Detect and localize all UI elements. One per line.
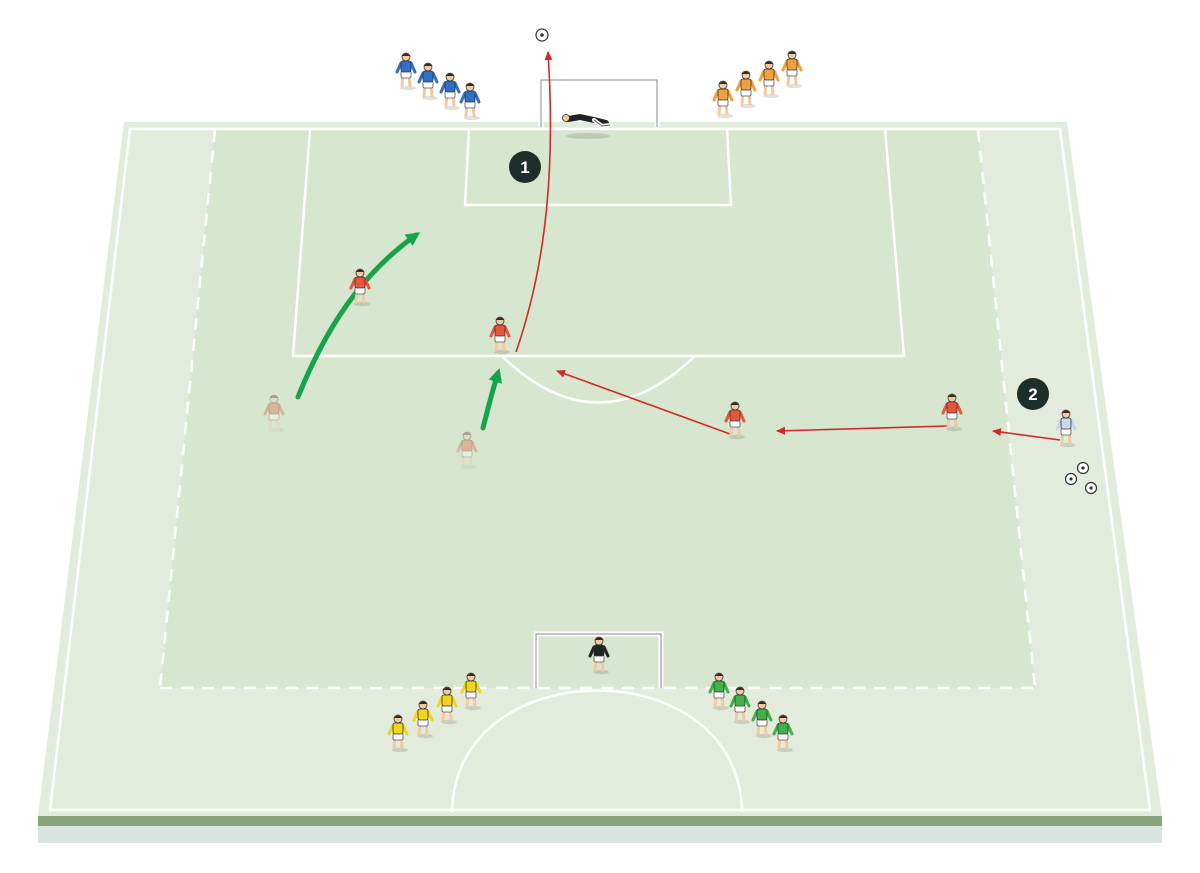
ball-shot [535, 28, 549, 42]
step-badge-1: 1 [509, 151, 541, 183]
run-arrow-centre [480, 368, 502, 431]
ball-supply-1 [1076, 461, 1090, 475]
bottom-goal [533, 631, 664, 688]
dashed-line-left [158, 129, 217, 689]
penalty-area [291, 128, 906, 358]
player-red-wide [941, 393, 963, 432]
step-badge-2-label: 2 [1028, 385, 1037, 404]
top-goal [538, 77, 660, 127]
player-yellow-3 [436, 686, 458, 725]
centre-circle [450, 689, 744, 813]
player-blue-2 [417, 62, 439, 101]
goalkeeper-bottom [588, 636, 610, 675]
shot-arrow [515, 51, 553, 353]
pass-arrow-central [556, 369, 731, 435]
player-orange-4 [781, 50, 803, 89]
player-blue-1 [395, 52, 417, 91]
player-blue-3 [439, 72, 461, 111]
pass-arrow-wide [776, 425, 949, 435]
player-red-ghost-left [263, 394, 285, 433]
player-orange-2 [735, 70, 757, 109]
player-red-shooter [489, 316, 511, 355]
player-yellow-4 [460, 672, 482, 711]
touchline [48, 127, 1152, 812]
run-arrow-left [295, 232, 421, 400]
players [263, 50, 1077, 753]
goal-area [463, 128, 733, 207]
step-badge-2: 2 [1017, 378, 1049, 410]
player-green-1 [708, 672, 730, 711]
player-red-ghost-centre [456, 431, 478, 470]
player-green-3 [751, 700, 773, 739]
pass-arrow-coach [992, 428, 1061, 441]
pitch-shadow [38, 825, 1162, 843]
pitch [38, 122, 1162, 843]
goalkeeper-diving [562, 113, 612, 139]
ball-supply-2 [1064, 472, 1078, 486]
player-orange-3 [758, 60, 780, 99]
player-red-central [724, 401, 746, 440]
player-orange-1 [712, 80, 734, 119]
coach [1055, 409, 1077, 448]
penalty-arc [502, 356, 695, 404]
dashed-line-right [976, 129, 1037, 689]
step-badge-1-label: 1 [520, 158, 529, 177]
pitch-base [38, 816, 1162, 826]
ball-supply-3 [1084, 481, 1098, 495]
player-yellow-1 [387, 714, 409, 753]
movement-arrows [295, 51, 1061, 441]
player-green-4 [772, 714, 794, 753]
playing-zone [160, 130, 1035, 688]
player-red-attacker-left [349, 268, 371, 307]
player-yellow-2 [412, 700, 434, 739]
player-blue-4 [459, 82, 481, 121]
player-green-2 [729, 686, 751, 725]
balls [535, 28, 1098, 495]
